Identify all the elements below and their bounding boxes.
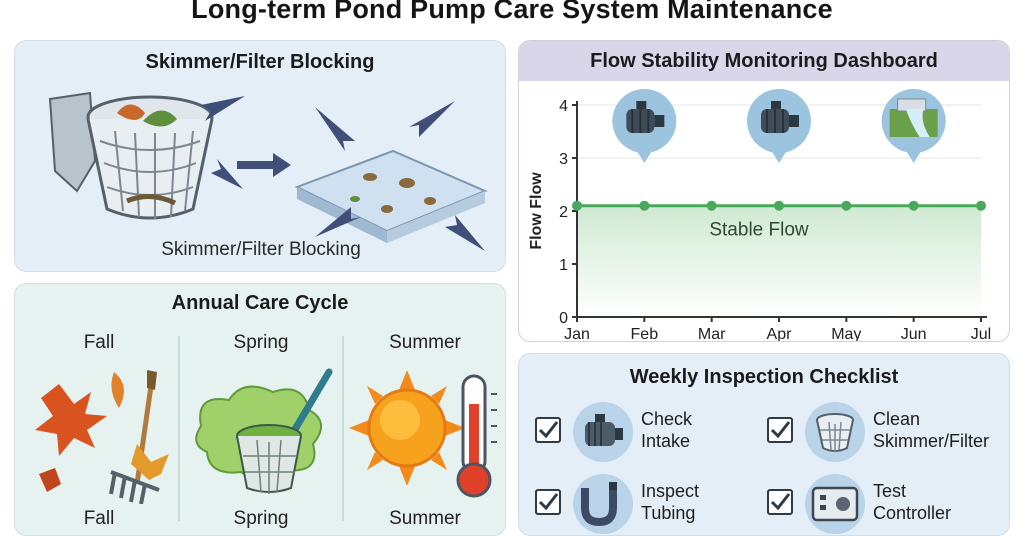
season-summer-bottom-label: Summer — [389, 508, 461, 529]
y-tick-label: 4 — [559, 98, 568, 115]
season-spring: Spring Spring — [181, 324, 341, 534]
pump-icon — [766, 109, 784, 133]
data-point — [841, 200, 852, 211]
skimmer-basket-icon — [48, 91, 214, 220]
season-spring-top-label: Spring — [233, 332, 289, 353]
spring-algae-net-icon — [195, 368, 333, 494]
stable-flow-band — [577, 205, 981, 317]
flow-chart: Stable Flow01234JanFebMarAprMayJunJul1 Y… — [528, 89, 991, 342]
pump-icon — [789, 115, 799, 127]
season-spring-bottom-label: Spring — [233, 508, 289, 529]
x-tick-label: Jun — [901, 326, 927, 342]
page-title: Long-term Pond Pump Care System Maintena… — [191, 0, 833, 24]
checkbox[interactable] — [767, 417, 793, 443]
fall-leaves-rake-icon — [35, 370, 169, 504]
flow-arrow-icon — [237, 153, 291, 177]
skimmer-filter-panel: Skimmer/Filter Blocking — [14, 40, 506, 272]
pump-icon — [573, 402, 633, 462]
pressure-arrows-icon — [315, 101, 485, 251]
y-tick-label: 2 — [559, 204, 568, 221]
y-tick-label: 1 — [559, 257, 568, 274]
tubing-icon — [573, 474, 633, 534]
data-point — [572, 200, 582, 211]
season-fall-top-label: Fall — [83, 332, 115, 353]
y-tick-label: 3 — [559, 151, 568, 168]
data-point — [639, 200, 650, 211]
flow-panel-title: Flow Stability Monitoring Dashboard — [590, 50, 938, 72]
season-summer-top-label: Summer — [389, 332, 461, 353]
season-summer: Summer Summer — [345, 324, 505, 534]
season-fall-bottom-label: Fall — [83, 508, 115, 529]
season-divider — [342, 336, 344, 521]
stable-flow-label: Stable Flow — [709, 220, 809, 241]
skimmer-illustration — [48, 91, 488, 251]
checkbox[interactable] — [535, 417, 561, 443]
data-point — [774, 200, 784, 211]
annual-panel-title: Annual Care Cycle — [171, 292, 349, 314]
skimmer-caption: Skimmer/Filter Blocking — [161, 239, 361, 260]
weekly-panel-title: Weekly Inspection Checklist — [629, 366, 899, 388]
x-tick-label: Jul — [971, 326, 991, 342]
y-tick-label: 0 — [559, 310, 568, 327]
arrows-icon — [201, 96, 245, 189]
controller-icon — [805, 474, 865, 534]
checkbox[interactable] — [535, 489, 561, 515]
data-point — [908, 200, 919, 211]
flow-dashboard-panel: Flow Stability Monitoring Dashboard Stab… — [518, 40, 1010, 342]
data-point — [976, 200, 986, 211]
season-fall: Fall Fall — [19, 324, 179, 534]
summer-sun-thermometer-icon — [349, 370, 497, 498]
pump-icon — [636, 101, 647, 109]
x-tick-label: Mar — [698, 326, 726, 342]
flow-dashboard-header: Flow Stability Monitoring Dashboard — [519, 41, 1009, 81]
pump-icon — [771, 101, 781, 109]
pump-icon — [654, 115, 665, 127]
x-tick-label: Jan — [564, 326, 590, 342]
x-tick-label: Feb — [631, 326, 659, 342]
checkbox[interactable] — [767, 489, 793, 515]
waterfall-icon — [905, 109, 930, 137]
pump-icon — [631, 109, 650, 133]
y-axis-label: Flow Flow — [528, 172, 545, 250]
x-tick-label: May — [831, 326, 861, 342]
data-point — [706, 200, 717, 211]
annual-care-panel: Annual Care Cycle Fall Fall Spring Sprin… — [14, 283, 506, 536]
skimmer-panel-title: Skimmer/Filter Blocking — [145, 51, 375, 73]
x-tick-label: Apr — [767, 326, 793, 342]
season-divider — [178, 336, 180, 521]
basket-icon — [805, 402, 865, 462]
